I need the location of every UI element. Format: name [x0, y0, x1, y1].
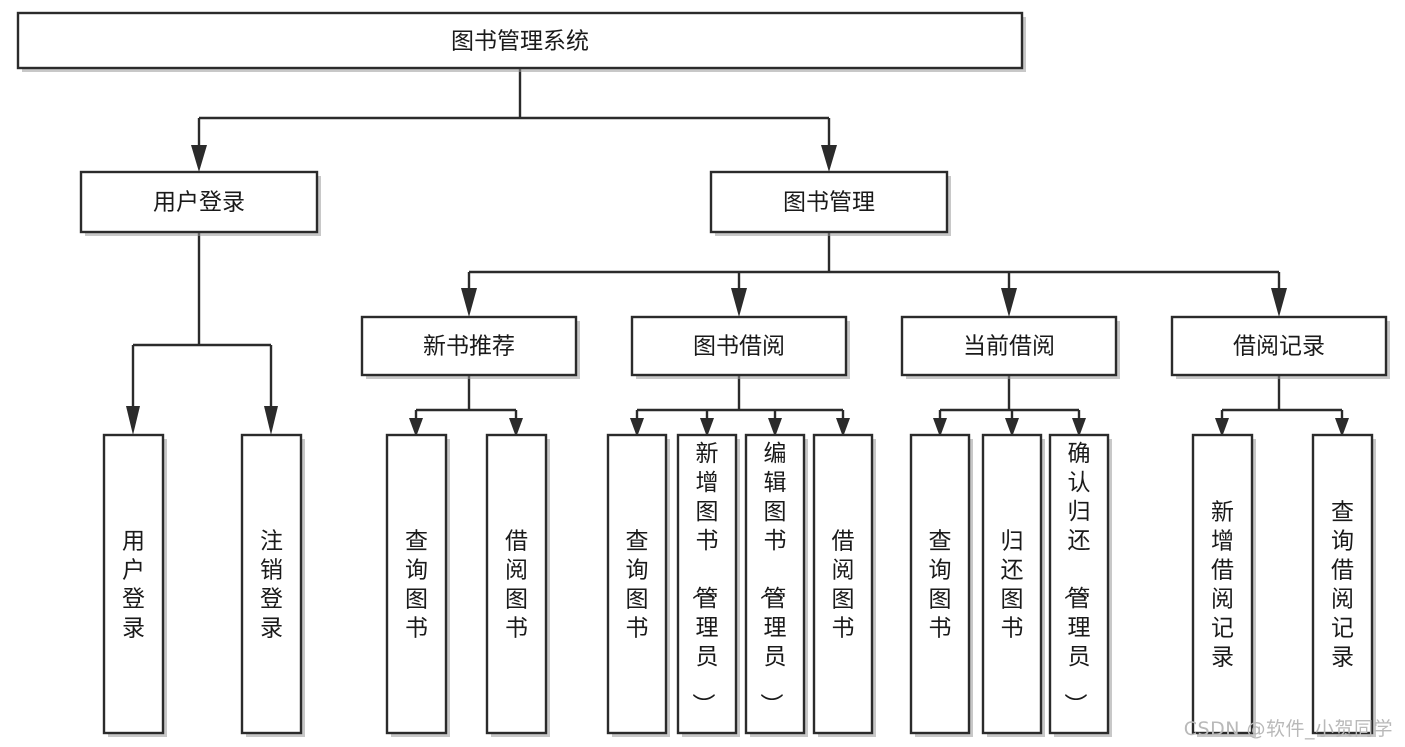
leaf-node-box[interactable]: [676, 433, 738, 735]
leaf-node-label: 归还图书: [1001, 529, 1024, 642]
leaf-layer: 用户登录 注销登录 查询图书 借阅图书 查询图书 新增图书（管理员） 编辑图书（管理员） 借阅…: [102, 433, 1376, 737]
node-user-login-box[interactable]: [79, 170, 319, 234]
leaf-node-box[interactable]: [385, 433, 448, 735]
leaf-node-box[interactable]: [102, 433, 165, 735]
leaf-node-label: 借阅图书: [832, 529, 855, 642]
arrow-leaf-edit-book: [768, 418, 782, 437]
node-root-box[interactable]: [16, 11, 1024, 70]
arrow-book-borrow: [731, 288, 747, 317]
leaf-node-box[interactable]: [744, 433, 806, 735]
leaf-node-box[interactable]: [1048, 433, 1110, 735]
leaf-node-label: 借阅图书: [505, 529, 528, 642]
leaf-node[interactable]: 借阅图书: [812, 433, 876, 737]
leaf-node-label: 查询图书: [405, 529, 428, 642]
node-current-borrow-label: 当前借阅: [963, 334, 1055, 360]
leaf-node-label: 查询借阅记录: [1331, 500, 1354, 671]
leaf-node[interactable]: 新增图书（管理员）: [676, 433, 740, 737]
watermark: CSDN @软件_小贺同学: [1183, 718, 1393, 740]
arrow-new-book-rec: [461, 288, 477, 317]
node-current-borrow-box[interactable]: [900, 315, 1118, 377]
leaf-node[interactable]: 用户登录: [102, 433, 167, 737]
node-new-book-rec[interactable]: 新书推荐: [360, 315, 580, 379]
arrow-leaf-query-book-3: [933, 418, 947, 437]
arrow-leaf-logout: [264, 406, 278, 435]
arrow-user-login: [191, 145, 207, 172]
leaf-node[interactable]: 借阅图书: [485, 433, 550, 737]
arrow-leaf-confirm-return: [1072, 418, 1086, 437]
leaf-node-label: 查询图书: [929, 529, 952, 642]
node-borrow-record[interactable]: 借阅记录: [1170, 315, 1390, 379]
leaf-node[interactable]: 编辑图书（管理员）: [744, 433, 808, 737]
leaf-node-label: 新增图书（管理员）: [690, 441, 719, 716]
leaf-node-label: 编辑图书（管理员）: [758, 441, 787, 716]
node-book-manage[interactable]: 图书管理: [709, 170, 951, 236]
leaf-node-box[interactable]: [485, 433, 548, 735]
node-new-book-rec-label: 新书推荐: [423, 334, 515, 360]
leaf-node-label: 查询图书: [626, 529, 649, 642]
arrow-leaf-query-book-1: [409, 418, 423, 437]
arrow-current-borrow: [1001, 288, 1017, 317]
leaf-node-box[interactable]: [981, 433, 1043, 735]
arrow-leaf-borrow-book-2: [836, 418, 850, 437]
node-borrow-record-box[interactable]: [1170, 315, 1388, 377]
node-borrow-record-label: 借阅记录: [1233, 334, 1325, 360]
node-book-borrow-box[interactable]: [630, 315, 848, 377]
node-layer: 图书管理系统 用户登录 图书管理 新书推荐: [16, 11, 1390, 737]
leaf-node[interactable]: 新增借阅记录: [1191, 433, 1256, 737]
leaf-node[interactable]: 查询图书: [606, 433, 670, 737]
node-user-login-label: 用户登录: [153, 190, 245, 216]
arrow-leaf-add-book: [700, 418, 714, 437]
arrow-leaf-return-book: [1005, 418, 1019, 437]
leaf-node[interactable]: 注销登录: [240, 433, 305, 737]
leaf-node[interactable]: 查询图书: [909, 433, 973, 737]
node-book-borrow[interactable]: 图书借阅: [630, 315, 850, 379]
node-book-manage-box[interactable]: [709, 170, 949, 234]
leaf-node-box[interactable]: [909, 433, 971, 735]
leaf-node-box[interactable]: [606, 433, 668, 735]
arrow-leaf-add-record: [1215, 418, 1229, 437]
leaf-node-box[interactable]: [1191, 433, 1254, 735]
arrow-leaf-user-login: [126, 406, 140, 435]
node-book-manage-label: 图书管理: [783, 190, 875, 216]
node-current-borrow[interactable]: 当前借阅: [900, 315, 1120, 379]
leaf-node-label: 注销登录: [260, 529, 283, 642]
leaf-node-label: 确认归还（管理员）: [1062, 441, 1091, 716]
node-user-login[interactable]: 用户登录: [79, 170, 321, 236]
leaf-node[interactable]: 确认归还（管理员）: [1048, 433, 1112, 737]
node-new-book-rec-box[interactable]: [360, 315, 578, 377]
leaf-node-label: 新增借阅记录: [1211, 500, 1234, 671]
leaf-node[interactable]: 查询借阅记录: [1311, 433, 1376, 737]
leaf-node-label: 用户登录: [122, 529, 145, 642]
arrow-leaf-borrow-book-1: [509, 418, 523, 437]
connector-layer: [126, 68, 1349, 437]
arrow-leaf-query-record: [1335, 418, 1349, 437]
leaf-node-box[interactable]: [1311, 433, 1374, 735]
node-book-borrow-label: 图书借阅: [693, 334, 785, 360]
leaf-node-box[interactable]: [240, 433, 303, 735]
arrow-leaf-query-book-2: [630, 418, 644, 437]
arrow-book-manage: [821, 145, 837, 172]
arrow-borrow-record: [1271, 288, 1287, 317]
node-root[interactable]: 图书管理系统: [16, 11, 1026, 72]
leaf-node[interactable]: 查询图书: [385, 433, 450, 737]
leaf-node-box[interactable]: [812, 433, 874, 735]
leaf-node[interactable]: 归还图书: [981, 433, 1045, 737]
node-root-label: 图书管理系统: [451, 29, 589, 55]
